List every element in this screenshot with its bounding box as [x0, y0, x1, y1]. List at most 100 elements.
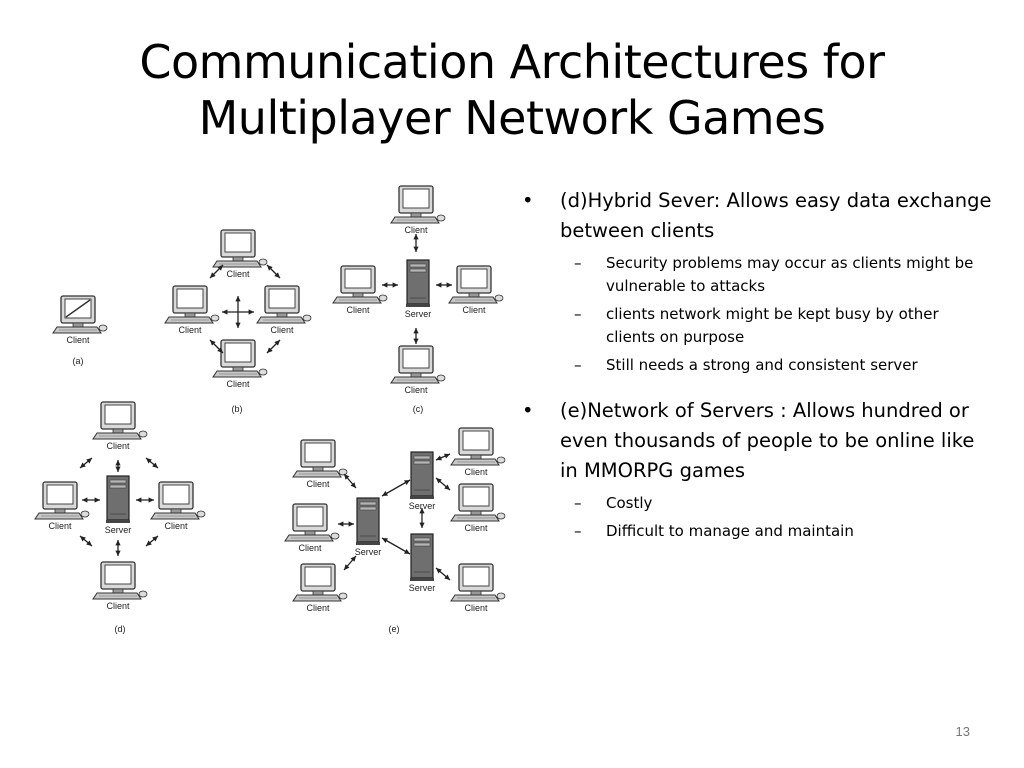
client-computer-icon: [52, 295, 108, 334]
client-computer-icon: [450, 563, 506, 602]
bullet-hybrid-server: • (d)Hybrid Sever: Allows easy data exch…: [522, 186, 992, 246]
bidirectional-arrow-icon: [435, 477, 451, 491]
client-label: Client: [404, 385, 428, 395]
client-label: Client: [464, 523, 488, 533]
client-label: Client: [462, 305, 486, 315]
sub-bullet: –Still needs a strong and consistent ser…: [574, 356, 918, 374]
client-computer-icon: [292, 563, 348, 602]
bidirectional-arrow-icon: [343, 555, 357, 571]
client-label: Client: [404, 225, 428, 235]
bidirectional-arrow-icon: [209, 339, 224, 354]
client-label: Client: [306, 479, 330, 489]
sub-bullet-text: Difficult to manage and maintain: [606, 522, 854, 540]
server-tower-icon: [406, 259, 430, 307]
client-label: Client: [226, 269, 250, 279]
client-computer-icon: [212, 229, 268, 268]
client-computer-icon: [450, 483, 506, 522]
slide-title-line-1: Communication Architectures for: [139, 35, 885, 89]
bidirectional-arrow-icon: [338, 521, 354, 527]
client-computer-icon: [150, 481, 206, 520]
client-computer-icon: [292, 439, 348, 478]
server-tower-icon: [106, 475, 130, 523]
bullet-list: • (d)Hybrid Sever: Allows easy data exch…: [522, 186, 992, 548]
server-tower-icon: [356, 497, 380, 545]
client-label: Client: [464, 467, 488, 477]
sub-bullet: –Difficult to manage and maintain: [574, 522, 854, 540]
server-label: Server: [409, 583, 436, 593]
client-label: Client: [106, 441, 130, 451]
bidirectional-arrow-icon: [79, 535, 93, 547]
bidirectional-arrow-icon: [343, 473, 357, 489]
client-label: Client: [306, 603, 330, 613]
client-label: Client: [48, 521, 72, 531]
slide-title-line-2: Multiplayer Network Games: [198, 91, 826, 145]
bullet-dot: •: [522, 189, 534, 212]
bidirectional-arrow-icon: [419, 508, 425, 528]
sub-bullet-text: Still needs a strong and consistent serv…: [606, 356, 918, 374]
client-label: Client: [270, 325, 294, 335]
client-computer-icon: [390, 345, 446, 384]
client-computer-icon: [450, 427, 506, 466]
client-computer-icon: [92, 561, 148, 600]
bidirectional-arrow-icon: [136, 497, 154, 503]
figure-caption: (b): [232, 404, 243, 414]
bidirectional-arrow-icon: [266, 339, 281, 354]
figure-caption: (c): [413, 404, 424, 414]
sub-bullet: –Security problems may occur as clients …: [574, 254, 974, 295]
bidirectional-arrow-icon: [381, 479, 411, 497]
bidirectional-arrow-icon: [413, 328, 419, 344]
client-label: Client: [298, 543, 322, 553]
bullet-dot: •: [522, 399, 534, 422]
client-label: Client: [464, 603, 488, 613]
client-computer-icon: [332, 265, 388, 304]
bidirectional-arrow-icon: [82, 497, 100, 503]
client-label: Client: [226, 379, 250, 389]
server-label: Server: [409, 501, 436, 511]
client-label: Client: [346, 305, 370, 315]
client-computer-icon: [92, 401, 148, 440]
server-tower-icon: [410, 451, 434, 499]
bidirectional-arrow-icon: [115, 540, 121, 556]
slide-title: Communication Architectures for Multipla…: [40, 34, 984, 146]
bidirectional-arrow-icon: [209, 264, 224, 279]
bidirectional-arrow-icon: [115, 460, 121, 472]
bidirectional-arrow-icon: [266, 264, 281, 279]
sub-bullet-text: Costly: [606, 494, 653, 512]
client-label: Client: [106, 601, 130, 611]
bidirectional-arrow-icon: [435, 567, 451, 581]
server-tower-icon: [410, 533, 434, 581]
client-computer-icon: [256, 285, 312, 324]
bidirectional-arrow-icon: [436, 282, 452, 288]
sub-bullet: –Costly: [574, 494, 653, 512]
page-number: 13: [955, 724, 970, 739]
bidirectional-arrow-icon: [145, 457, 159, 469]
client-computer-icon: [284, 503, 340, 542]
figure-caption: (a): [73, 356, 84, 366]
bidirectional-arrow-icon: [413, 234, 419, 252]
figure-caption: (d): [115, 624, 126, 634]
bullet-text: (d)Hybrid Sever: Allows easy data exchan…: [560, 189, 992, 242]
client-label: Client: [178, 325, 202, 335]
bidirectional-arrow-icon: [79, 457, 93, 469]
client-computer-icon: [212, 339, 268, 378]
sub-bullet: –clients network might be kept busy by o…: [574, 305, 939, 346]
bullet-text: (e)Network of Servers : Allows hundred o…: [560, 399, 975, 482]
client-label: Client: [66, 335, 90, 345]
bidirectional-arrow-icon: [222, 309, 254, 315]
client-computer-icon: [164, 285, 220, 324]
bullet-network-of-servers: • (e)Network of Servers : Allows hundred…: [522, 396, 992, 486]
server-label: Server: [355, 547, 382, 557]
client-computer-icon: [390, 185, 446, 224]
client-label: Client: [164, 521, 188, 531]
bidirectional-arrow-icon: [435, 453, 451, 461]
sub-bullet-text: Security problems may occur as clients m…: [606, 254, 974, 295]
server-label: Server: [105, 525, 132, 535]
bidirectional-arrow-icon: [381, 537, 411, 555]
client-computer-icon: [34, 481, 90, 520]
bidirectional-arrow-icon: [382, 282, 398, 288]
bidirectional-arrow-icon: [145, 535, 159, 547]
client-computer-icon: [448, 265, 504, 304]
server-label: Server: [405, 309, 432, 319]
